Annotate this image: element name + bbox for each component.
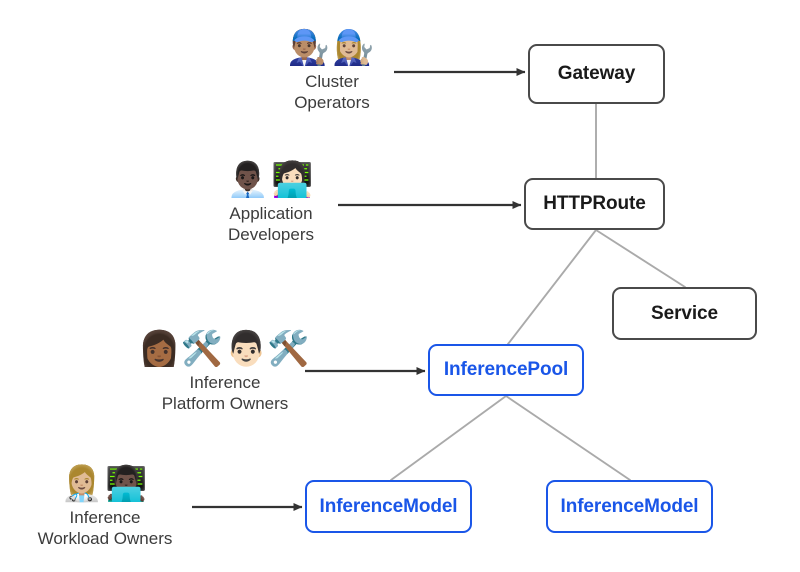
edge-inferencepool-model-right	[505, 395, 631, 481]
persona-cluster-operators: 👨🏽‍🔧👩🏼‍🔧 Cluster Operators	[227, 28, 437, 113]
inference-workload-owners-emoji: 👩🏼‍⚕️👨🏿‍💻	[60, 465, 150, 503]
node-gateway-label: Gateway	[557, 63, 636, 84]
node-service[interactable]: Service	[612, 287, 757, 340]
node-service-label: Service	[651, 302, 718, 324]
persona-application-developers: 👨🏿‍💼👩🏻‍💻 Application Developers	[166, 160, 376, 245]
edge-inferencepool-model-left	[390, 395, 507, 481]
application-developers-emoji: 👨🏿‍💼👩🏻‍💻	[226, 161, 316, 199]
node-gateway[interactable]: Gateway	[528, 44, 665, 104]
persona-inference-workload-owners: 👩🏼‍⚕️👨🏿‍💻 Inference Workload Owners	[0, 464, 210, 549]
node-inferencemodel-left-label: InferenceModel	[319, 495, 458, 517]
node-httproute[interactable]: HTTPRoute	[524, 178, 665, 230]
node-inferencemodel-right-label: InferenceModel	[560, 495, 699, 517]
application-developers-label: Application Developers	[228, 204, 314, 244]
node-inferencepool-label: InferencePool	[443, 359, 569, 380]
edge-httproute-inferencepool	[507, 229, 597, 345]
cluster-operators-emoji: 👨🏽‍🔧👩🏼‍🔧	[287, 29, 377, 67]
node-inferencemodel-left[interactable]: InferenceModel	[305, 480, 472, 533]
edge-httproute-service	[595, 229, 686, 288]
persona-inference-platform-owners: 👩🏾‍🛠️👨🏻‍🛠️ Inference Platform Owners	[120, 329, 330, 414]
node-httproute-label: HTTPRoute	[543, 193, 646, 214]
node-inferencepool[interactable]: InferencePool	[428, 344, 584, 396]
node-inferencemodel-right[interactable]: InferenceModel	[546, 480, 713, 533]
inference-workload-owners-label: Inference Workload Owners	[37, 508, 173, 548]
cluster-operators-label: Cluster Operators	[294, 72, 370, 112]
inference-platform-owners-emoji: 👩🏾‍🛠️👨🏻‍🛠️	[138, 330, 312, 368]
inference-platform-owners-label: Inference Platform Owners	[161, 373, 289, 413]
